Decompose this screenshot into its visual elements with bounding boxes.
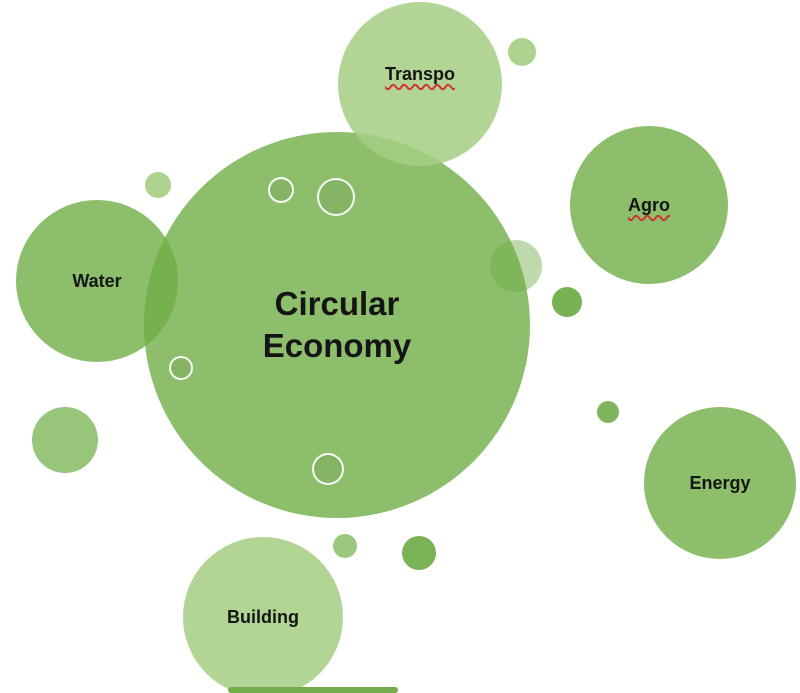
- decor-dot-3: [552, 287, 582, 317]
- bubble-energy[interactable]: Energy: [644, 407, 796, 559]
- decor-dot-6: [333, 534, 357, 558]
- bubble-building[interactable]: Building: [183, 537, 343, 693]
- bubble-building-label: Building: [227, 606, 299, 627]
- center-label-line1: Circular: [274, 285, 400, 323]
- decor-dot-7: [402, 536, 436, 570]
- bubble-water-label: Water: [72, 270, 122, 291]
- decor-dot-2: [145, 172, 171, 198]
- center-label-line2: Economy: [262, 327, 412, 364]
- bottom-accent-line: [228, 687, 398, 693]
- decor-dot-overlay: [490, 240, 542, 292]
- outline-circle-4: [312, 453, 344, 485]
- bubble-agro-label: Agro: [628, 194, 670, 215]
- bubble-agro[interactable]: Agro: [570, 126, 728, 284]
- bubble-transpo[interactable]: Transpo: [338, 2, 502, 166]
- bubble-water[interactable]: Water: [16, 200, 178, 362]
- bubble-transpo-label: Transpo: [384, 63, 455, 84]
- decor-dot-5: [32, 407, 98, 473]
- decor-dot-4: [597, 401, 619, 423]
- outline-circle-1: [268, 177, 294, 203]
- outline-circle-2: [317, 178, 355, 216]
- bubble-energy-label: Energy: [689, 472, 751, 493]
- decor-dot-1: [508, 38, 536, 66]
- outline-circle-3: [169, 356, 193, 380]
- center-label: Circular Economy: [263, 283, 412, 367]
